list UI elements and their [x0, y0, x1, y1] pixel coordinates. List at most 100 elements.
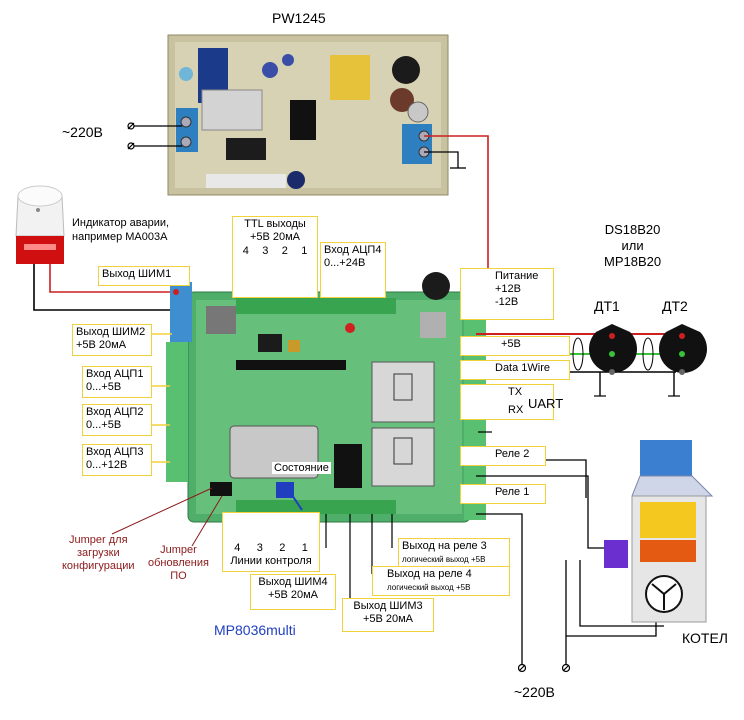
box-relay4-out: Выход на реле 4 логический выход +5В [372, 566, 510, 596]
psu-ac-wires [127, 122, 182, 150]
alarm-indicator [15, 185, 65, 264]
pwm2-line2: +5В 20мА [76, 339, 127, 351]
jumper-config-line1: Jumper для [69, 534, 128, 546]
psu-title: PW1245 [272, 10, 326, 26]
adc2-line2: 0...+5В [86, 419, 122, 431]
box-relay1: Реле 1 [460, 484, 546, 504]
psu-module [167, 34, 449, 196]
pwm3-line1: Выход ШИМ3 [353, 600, 423, 612]
box-adc1: Вход АЦП1 0...+5В [82, 366, 152, 398]
jumper-update-line2: обновления [148, 557, 209, 569]
sensor-dt2-label: ДТ2 [662, 298, 688, 314]
pwm3-line2: +5В 20мА [362, 613, 414, 625]
jumper-config [210, 482, 232, 496]
board-regulator [206, 306, 236, 334]
jumper-update-label: Jumper обновления ПО [148, 544, 209, 583]
boiler-exhaust [640, 440, 692, 476]
adc1-line2: 0...+5В [86, 381, 122, 393]
terminal-adc [166, 342, 188, 482]
ttl-pin: 3 [262, 245, 269, 257]
power-line2: +12В [495, 283, 521, 295]
boiler-burner [640, 540, 696, 562]
sensor-dt1 [589, 324, 638, 375]
adc3-line2: 0...+12В [86, 459, 128, 471]
jumper-config-line3: конфигурации [62, 560, 135, 572]
ttl-pin-numbers: 4 3 2 1 [236, 245, 314, 258]
boiler-ac-label: ~220В [514, 684, 555, 700]
box-adc3: Вход АЦП3 0...+12В [82, 444, 152, 476]
board-capacitor [422, 272, 450, 300]
relay-block-1 [371, 361, 435, 423]
pwm4-line2: +5В 20мА [267, 589, 319, 601]
ttl-pin: 4 [242, 245, 249, 257]
control-pin: 4 [234, 542, 241, 554]
adc4-line2: 0...+24В [324, 257, 366, 269]
uart-label: UART [528, 396, 564, 411]
relay4-out-line1: Выход на реле 4 [387, 568, 472, 580]
control-pin: 2 [279, 542, 286, 554]
sensor-dt2 [659, 324, 708, 375]
psu-relay [330, 55, 370, 100]
box-power: Питание +12В -12В [460, 268, 554, 320]
sensor-type-line1: DS18B20 [604, 222, 661, 237]
sensor-type-label: DS18B20 или MP18B20 [604, 222, 661, 270]
box-1wire: Data 1Wire [460, 360, 570, 380]
adc1-line1: Вход АЦП1 [86, 368, 144, 380]
psu-ac-label: ~220В [62, 124, 103, 140]
psu-dc-terminal [402, 124, 432, 164]
boiler [604, 440, 714, 623]
box-pwm2: Выход ШИМ2 +5В 20мА [72, 324, 152, 356]
jumper-update-line3: ПО [170, 570, 187, 582]
box-plus5: +5В [460, 336, 570, 356]
jumper-update-pointer [285, 485, 303, 511]
control-pin: 3 [256, 542, 263, 554]
sensor-dt1-label: ДТ1 [594, 298, 620, 314]
alarm-label-line1: Индикатор аварии, [72, 217, 170, 229]
alarm-label-line2: например МА003А [72, 231, 168, 243]
jumper-config-line2: загрузки [76, 547, 120, 559]
header-ttl [236, 298, 396, 314]
relay3-out-line1: Выход на реле 3 [402, 540, 487, 552]
box-pwm4: Выход ШИМ4 +5В 20мА [250, 574, 336, 610]
box-relay2: Реле 2 [460, 446, 546, 466]
psu-ic [290, 100, 316, 140]
ttl-pin: 1 [301, 245, 308, 257]
box-pwm1: Выход ШИМ1 [98, 266, 190, 286]
board-name: MP8036multi [214, 622, 296, 638]
relay4-out-line2: логический выход +5В [387, 583, 471, 592]
boiler-ac-terminals [517, 663, 571, 673]
uart-tx: TX [508, 386, 523, 398]
box-adc4: Вход АЦП4 0...+24В [320, 242, 386, 298]
boiler-label: КОТЕЛ [682, 630, 728, 646]
adc4-line1: Вход АЦП4 [324, 244, 382, 256]
jumper-update-line1: Jumper [160, 544, 197, 556]
box-ttl-outputs: TTL выходы +5В 20мА 4 3 2 1 [232, 216, 318, 298]
board-status-label: Состояние [272, 462, 331, 474]
alarm-wires [33, 264, 172, 311]
box-relay3-out: Выход на реле 3 логический выход +5В [398, 538, 510, 568]
sensor-type-line2: или [621, 238, 644, 253]
alarm-label: Индикатор аварии, например МА003А [72, 216, 169, 244]
control-pin-numbers: 4 3 2 1 [226, 542, 316, 555]
power-line3: -12В [495, 296, 519, 308]
adc2-line1: Вход АЦП2 [86, 406, 144, 418]
relay-wires [476, 459, 664, 664]
uart-rx: RX [508, 404, 524, 416]
sensor-type-line3: MP18B20 [604, 254, 662, 269]
control-label: Линии контроля [230, 555, 312, 567]
box-control-lines: 4 3 2 1 Линии контроля [222, 512, 320, 572]
ttl-line1: TTL выходы [244, 218, 306, 230]
box-uart [460, 384, 554, 420]
ttl-pin: 2 [281, 245, 288, 257]
controller-board [166, 272, 486, 523]
boiler-gas-valve [604, 540, 628, 568]
jumper-update [276, 482, 294, 498]
terminal-pwm [170, 282, 192, 342]
ttl-line2: +5В 20мА [249, 231, 301, 243]
relay3-out-line2: логический выход +5В [402, 555, 486, 564]
pwm2-line1: Выход ШИМ2 [76, 326, 146, 338]
power-line1: Питание [495, 270, 539, 282]
box-pwm3: Выход ШИМ3 +5В 20мА [342, 598, 434, 632]
